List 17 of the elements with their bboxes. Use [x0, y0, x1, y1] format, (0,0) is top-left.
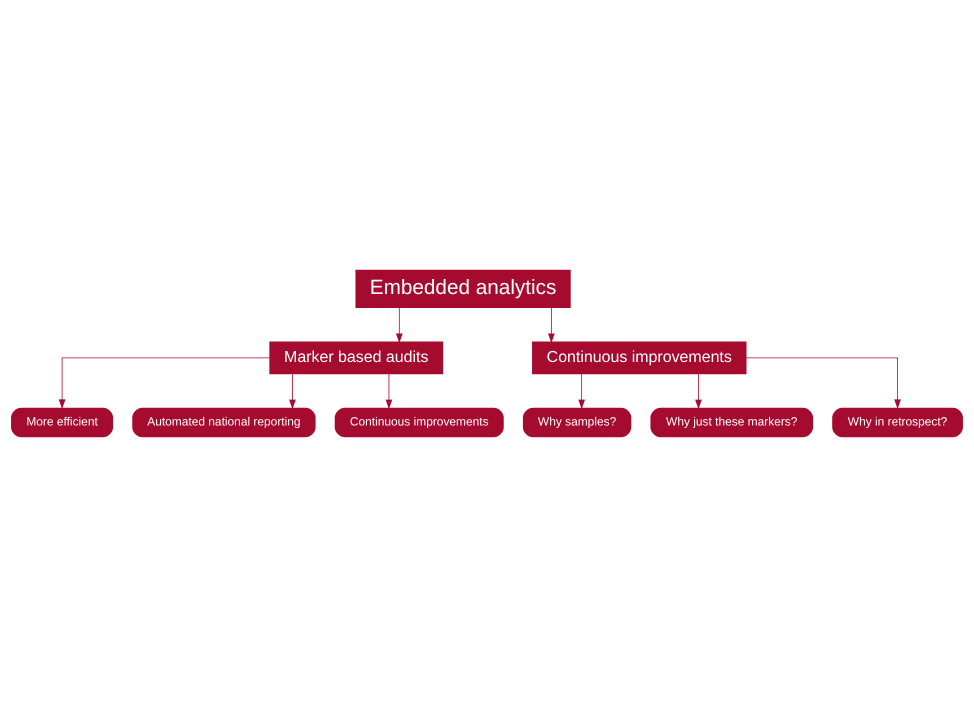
node-box: Continuous improvements — [532, 341, 746, 374]
arrow — [746, 356, 901, 409]
node-box: Why samples? — [522, 407, 632, 437]
node-box: Why in retrospect? — [832, 407, 963, 437]
arrow — [58, 356, 270, 409]
arrow — [548, 306, 555, 343]
arrow — [578, 372, 586, 409]
arrow — [289, 372, 296, 409]
arrow — [386, 372, 392, 409]
arrow — [396, 306, 403, 343]
node-box: Why just these markers? — [650, 407, 814, 437]
node-box: More efficient — [11, 407, 114, 437]
node-box: Automated national reporting — [132, 407, 316, 437]
node-box: Embedded analytics — [355, 269, 571, 308]
arrow — [695, 372, 702, 409]
node-box: Marker based audits — [269, 341, 444, 374]
node-box: Continuous improvements — [334, 407, 504, 437]
